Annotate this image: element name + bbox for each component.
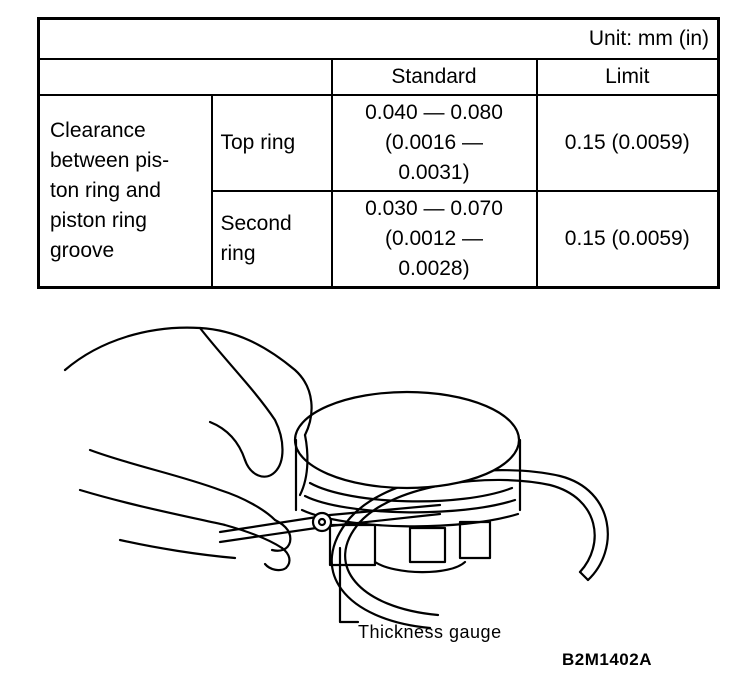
header-limit: Limit [535,58,720,96]
top-ring-standard: 0.040 — 0.080 (0.0016 — 0.0031) [330,93,538,192]
unit-row: Unit: mm (in) [37,17,720,61]
clearance-label: Clearance between pis- ton ring and pist… [37,93,213,289]
top-ring-label: Top ring [210,93,333,192]
header-blank [37,58,333,96]
second-ring-standard: 0.030 — 0.070 (0.0012 — 0.0028) [330,189,538,289]
specification-table: Unit: mm (in) Standard Limit Clearance b… [37,17,721,289]
figure-code: B2M1402A [562,650,652,669]
thickness-gauge-label: Thickness gauge [358,622,502,642]
piston-shape [293,390,522,574]
header-row: Standard Limit [37,58,720,96]
thickness-gauge-shape [218,503,442,624]
second-ring-limit: 0.15 (0.0059) [535,189,720,289]
unit-label: Unit: mm (in) [37,17,720,61]
hand-shape [63,326,313,572]
top-ring-limit: 0.15 (0.0059) [535,93,720,192]
header-standard: Standard [330,58,538,96]
piston-ring-illustration [63,326,609,630]
second-ring-label: Second ring [210,189,333,289]
table-row: Second ring 0.030 — 0.070 (0.0012 — 0.00… [39,189,720,289]
table-row: Clearance between pis- ton ring and pist… [37,93,720,289]
piston-ring-shape [330,469,609,630]
